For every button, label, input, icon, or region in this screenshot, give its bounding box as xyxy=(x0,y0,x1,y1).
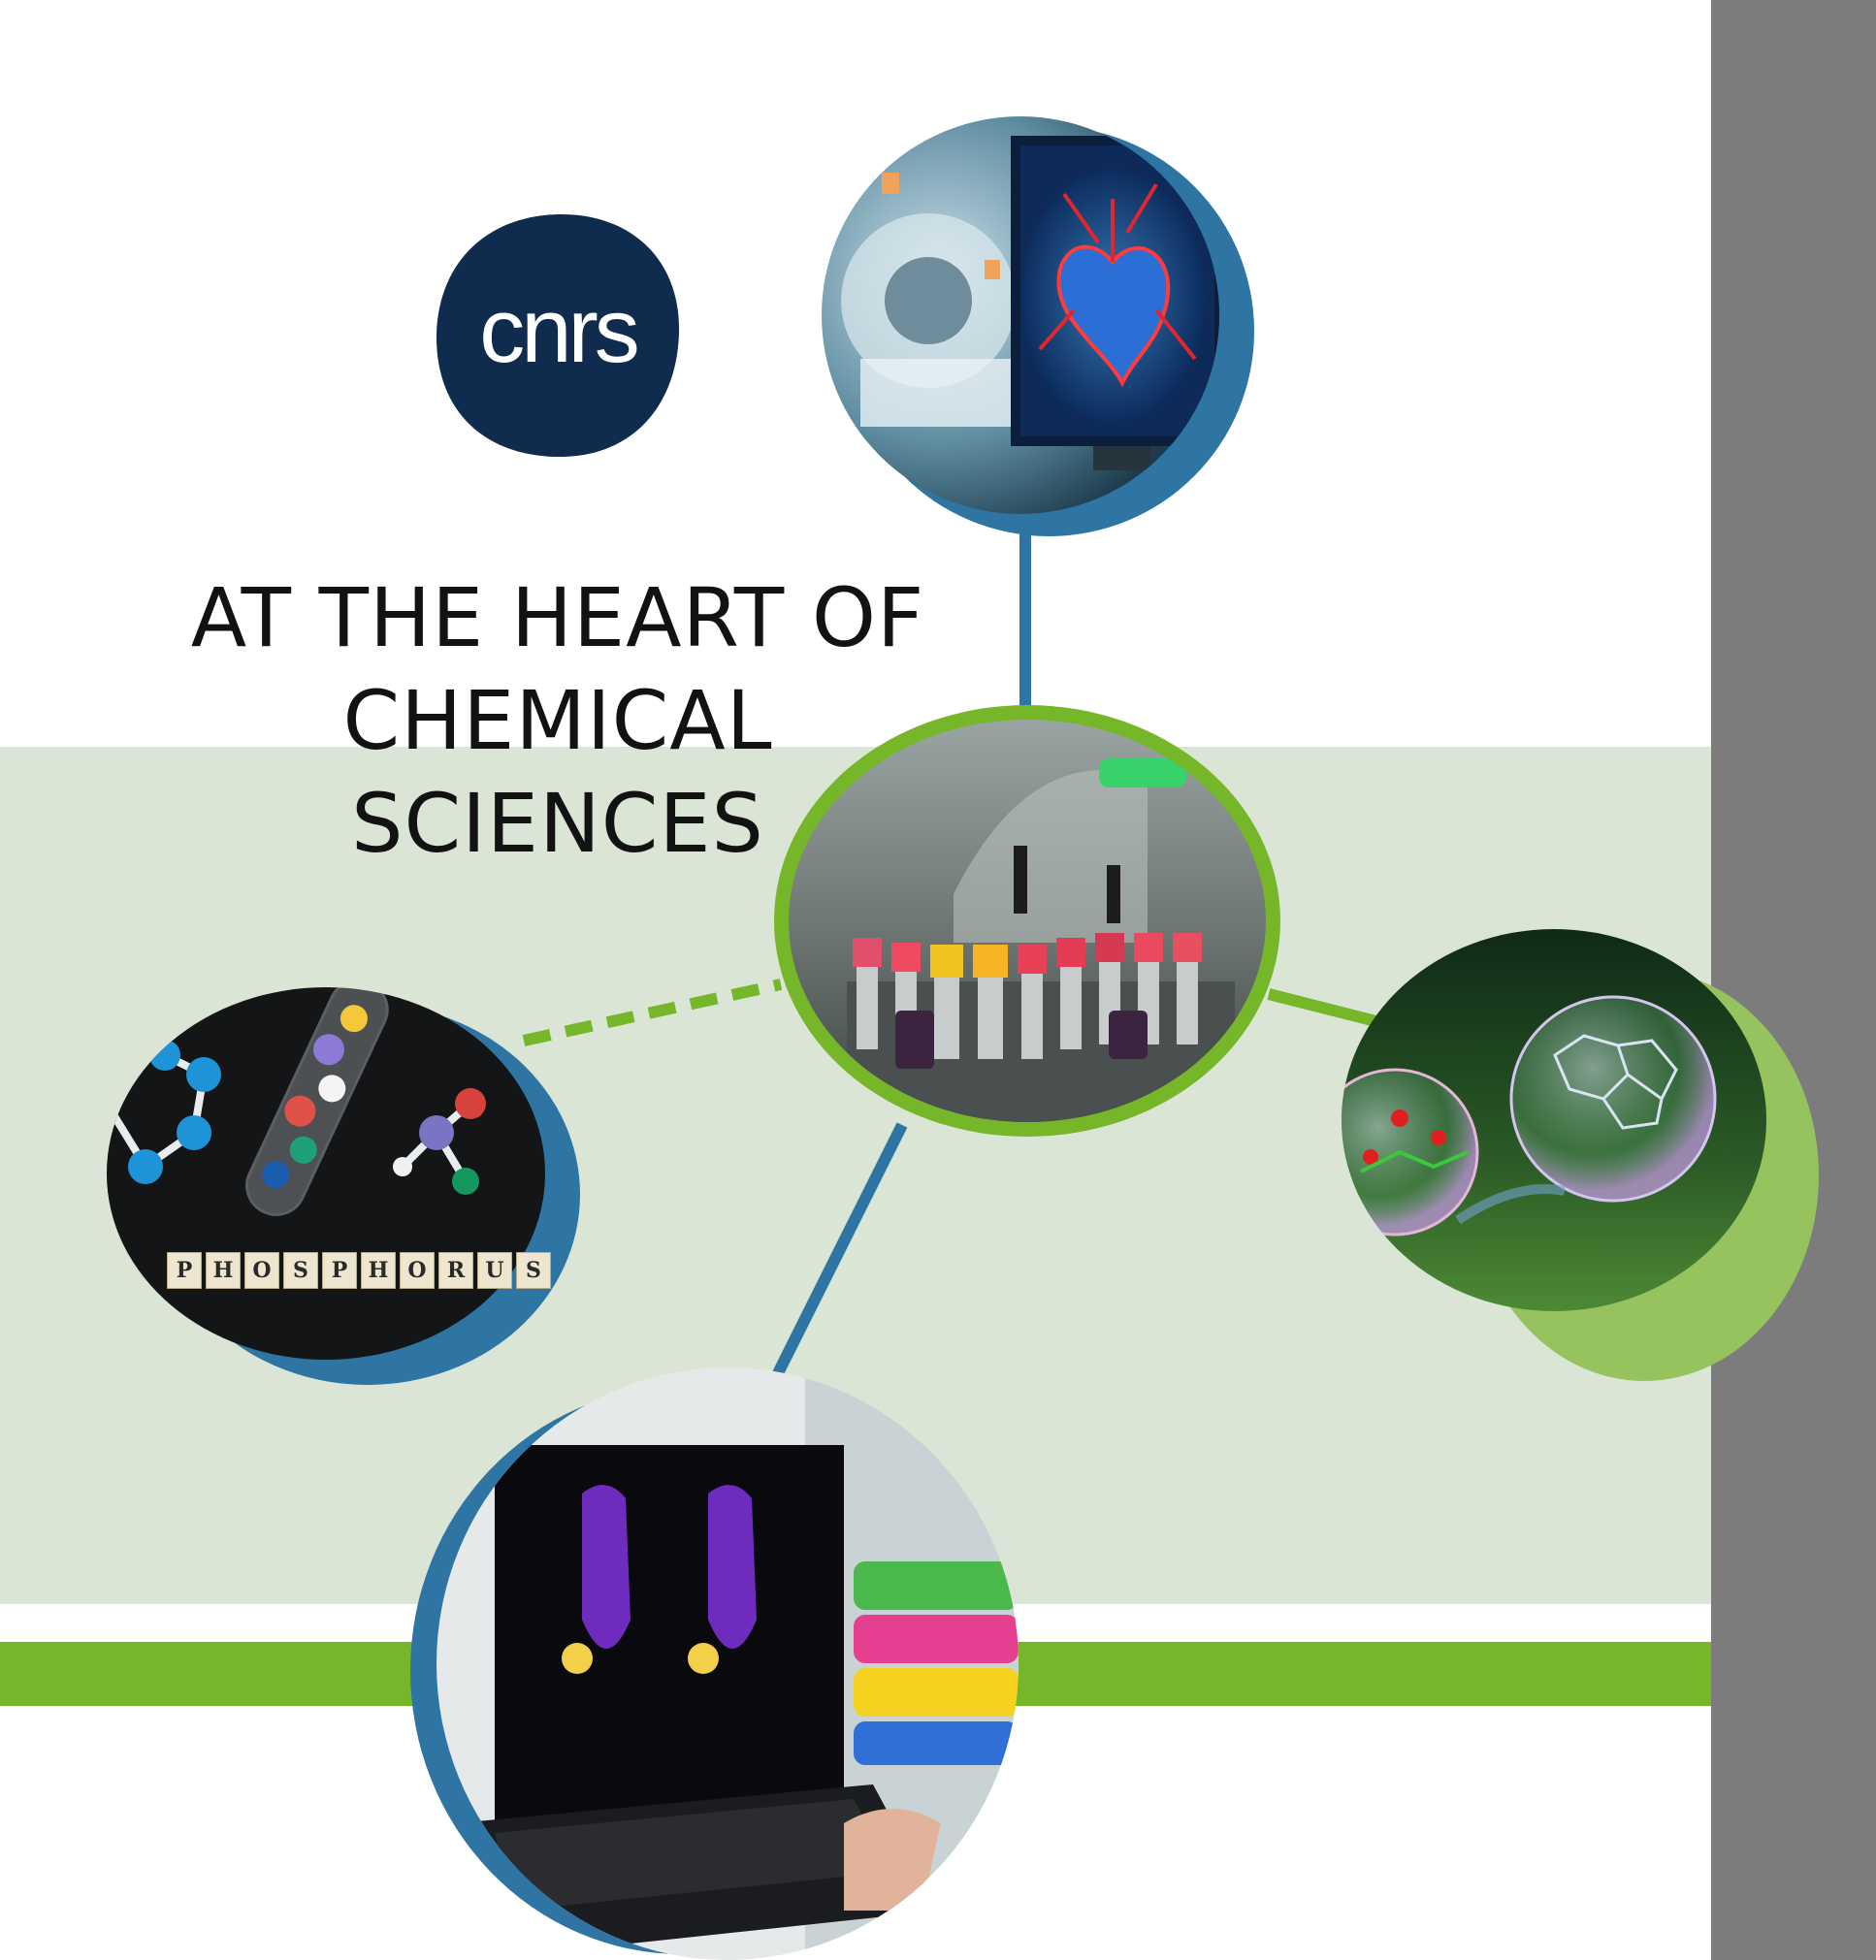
laptop-imaging-photo xyxy=(437,1367,1019,1960)
cnrs-logo: cnrs xyxy=(431,209,685,463)
title-line-1: AT THE HEART OF xyxy=(190,570,925,666)
phosphorus-tiles: P H O S P H O R U S xyxy=(167,1252,551,1289)
connector-right xyxy=(1267,988,1389,1030)
letter-tile: O xyxy=(244,1252,279,1289)
lab-tubes-photo xyxy=(789,720,1266,1122)
letter-tile: S xyxy=(283,1252,318,1289)
cnrs-logo-text: cnrs xyxy=(479,279,637,381)
letter-tile: S xyxy=(516,1252,551,1289)
connector-left-dashed xyxy=(522,979,783,1046)
gray-side-bar xyxy=(1711,0,1876,1960)
letter-tile: P xyxy=(322,1252,357,1289)
molecule-models-photo xyxy=(107,987,545,1360)
letter-tile: O xyxy=(400,1252,435,1289)
letter-tile: H xyxy=(361,1252,396,1289)
page-title: AT THE HEART OF CHEMICAL SCIENCES xyxy=(146,566,970,875)
title-line-2: CHEMICAL SCIENCES xyxy=(342,673,773,872)
heart-scan-photo xyxy=(822,116,1219,514)
letter-tile: H xyxy=(206,1252,241,1289)
connector-bottom xyxy=(765,1122,908,1390)
letter-tile: P xyxy=(167,1252,202,1289)
bubbles-photo xyxy=(1342,929,1766,1311)
letter-tile: R xyxy=(438,1252,473,1289)
letter-tile: U xyxy=(477,1252,512,1289)
